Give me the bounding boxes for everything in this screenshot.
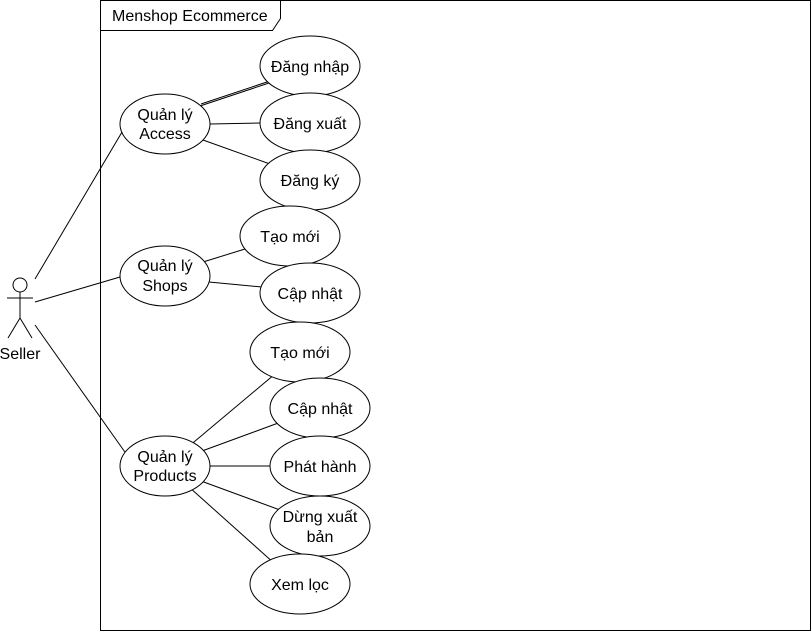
link-products-view	[188, 486, 276, 565]
usecase-manage-products-label-2: Products	[133, 468, 196, 485]
actor-right-leg	[19, 317, 33, 339]
usecase-manage-products	[119, 435, 211, 497]
actor-left-leg	[7, 317, 21, 339]
usecase-logout-label: Đăng xuất	[274, 116, 347, 133]
usecase-manage-shops-label-2: Shops	[142, 278, 187, 295]
usecase-manage-shops	[119, 245, 211, 307]
usecase-manage-access-label-2: Access	[139, 126, 191, 143]
usecase-register-label: Đăng ký	[281, 173, 340, 190]
link-access-login-double	[200, 79, 274, 105]
association-actor-products	[34, 324, 128, 456]
link-shops-create	[202, 248, 246, 263]
system-title: Menshop Ecommerce	[112, 8, 268, 25]
usecase-shop-update-label: Cập nhật	[278, 286, 343, 303]
usecase-product-publish-label: Phát hành	[284, 459, 357, 476]
system-title-tab	[100, 0, 281, 31]
usecase-product-view	[249, 553, 351, 615]
usecase-login-label: Đăng nhập	[271, 59, 349, 76]
usecase-manage-products-label-1: Quản lý	[137, 449, 192, 466]
link-access-login	[199, 81, 273, 107]
usecase-product-stop-label-1: Dừng xuất	[283, 509, 358, 526]
usecase-shop-create-label: Tạo mới	[260, 229, 319, 246]
link-access-register	[202, 139, 271, 165]
usecase-product-stop	[269, 495, 371, 557]
association-actor-shops	[34, 276, 121, 303]
link-products-update	[201, 421, 282, 452]
actor-label: Seller	[0, 346, 41, 363]
usecase-manage-access	[119, 93, 211, 155]
link-products-stop	[200, 480, 281, 511]
actor-head	[12, 277, 28, 293]
usecase-manage-shops-label-1: Quản lý	[137, 258, 192, 275]
usecase-product-update-label: Cập nhật	[288, 401, 353, 418]
usecase-product-stop-label-2: bản	[307, 529, 334, 546]
actor-seller-figure	[7, 277, 33, 339]
usecase-product-view-label: Xem lọc	[271, 577, 329, 594]
link-access-logout	[209, 122, 261, 125]
link-shops-update	[208, 281, 263, 288]
system-boundary	[100, 0, 811, 631]
link-products-create	[187, 373, 276, 448]
association-actor-access	[34, 126, 126, 280]
usecase-product-create-label: Tạo mới	[270, 345, 329, 362]
usecase-manage-access-label-1: Quản lý	[137, 107, 192, 124]
